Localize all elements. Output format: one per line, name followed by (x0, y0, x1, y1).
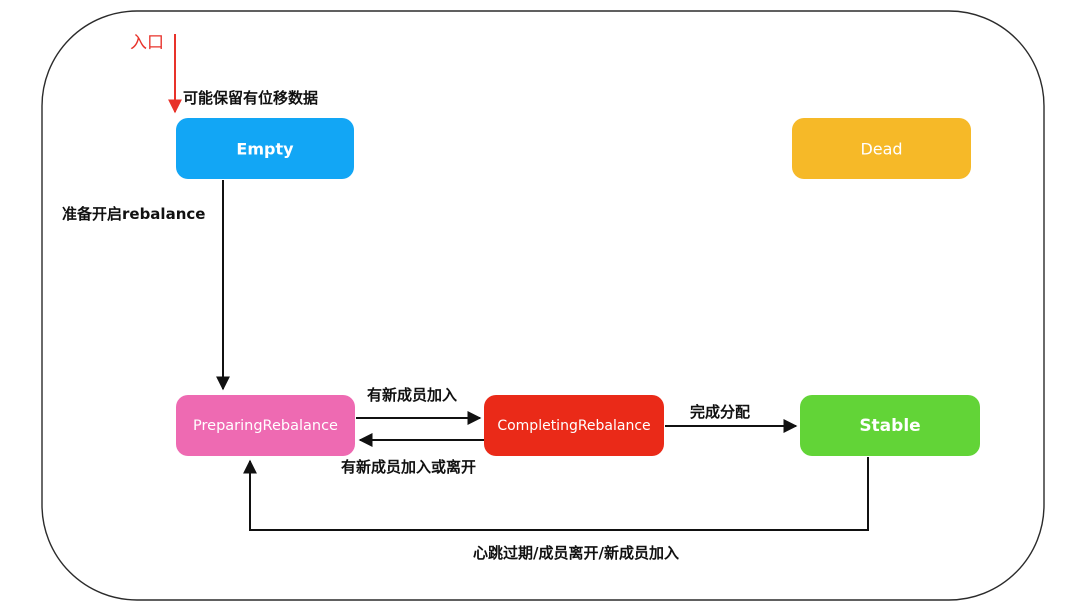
outer-frame (41, 10, 1045, 601)
edge-empty-to-preparing-label: 准备开启rebalance (62, 205, 205, 223)
entry-note: 可能保留有位移数据 (183, 89, 318, 107)
state-stable: Stable (800, 395, 980, 456)
edge-stable-to-preparing (243, 457, 869, 531)
state-dead-label: Dead (860, 140, 902, 159)
edge-completing-to-stable-label: 完成分配 (690, 403, 750, 421)
state-preparing-rebalance-label: PreparingRebalance (193, 418, 338, 434)
state-completing-rebalance: CompletingRebalance (484, 395, 664, 456)
state-preparing-rebalance: PreparingRebalance (176, 395, 355, 456)
edge-preparing-to-completing-label: 有新成员加入 (367, 386, 457, 404)
state-stable-label: Stable (859, 416, 920, 436)
edge-stable-to-preparing-label: 心跳过期/成员离开/新成员加入 (473, 544, 679, 562)
entry-label: 入口 (130, 33, 164, 53)
state-empty: Empty (176, 118, 354, 179)
state-empty-label: Empty (236, 140, 294, 159)
state-dead: Dead (792, 118, 971, 179)
edge-completing-to-preparing-label: 有新成员加入或离开 (341, 458, 476, 476)
state-completing-rebalance-label: CompletingRebalance (497, 418, 650, 434)
